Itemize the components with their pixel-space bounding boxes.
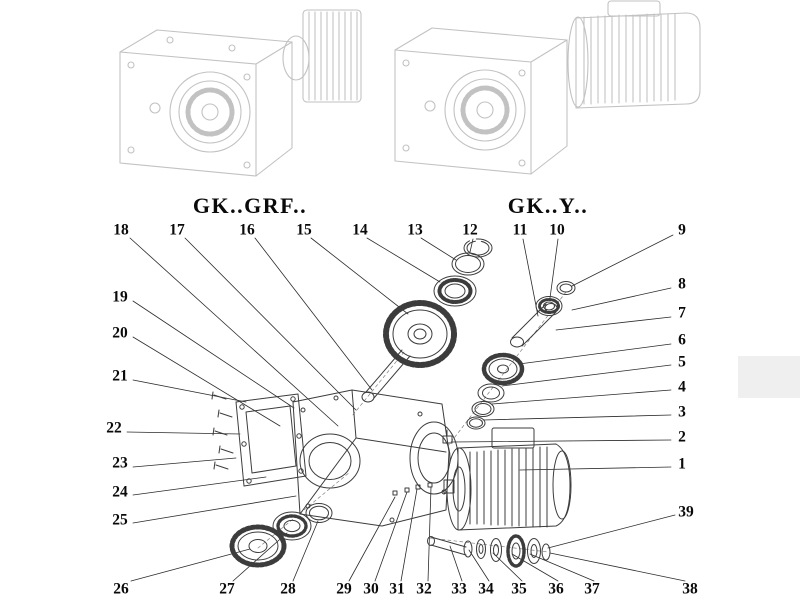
callout-10: 10 [549, 221, 565, 239]
callout-28: 28 [280, 580, 296, 598]
callout-12: 12 [462, 221, 478, 239]
callout-22: 22 [106, 419, 122, 437]
lower-seal [305, 503, 333, 523]
spacer-ring [451, 252, 485, 276]
callout-21: 21 [112, 367, 128, 385]
flange-bolts [392, 482, 433, 496]
grf-input-flange [282, 35, 310, 81]
output-gear [383, 300, 457, 368]
leader-lines [126, 234, 686, 582]
electric-motor [443, 427, 572, 531]
callout-9: 9 [678, 221, 686, 239]
callout-13: 13 [407, 221, 423, 239]
callout-11: 11 [512, 221, 528, 239]
callout-23: 23 [112, 454, 128, 472]
callout-30: 30 [363, 580, 379, 598]
mounting-screws [211, 391, 234, 470]
y-housing [394, 27, 568, 175]
callout-38: 38 [682, 580, 698, 598]
bevel-pinion-shaft [510, 303, 558, 348]
assembled-unit-y-drawing [394, 0, 701, 175]
callout-15: 15 [296, 221, 312, 239]
callout-25: 25 [112, 511, 128, 529]
watermark [738, 356, 800, 398]
callout-4: 4 [678, 378, 686, 396]
snap-ring [463, 238, 493, 258]
callout-32: 32 [416, 580, 432, 598]
assembled-unit-grf-drawing [119, 9, 362, 177]
callout-26: 26 [113, 580, 129, 598]
output-bearing [433, 275, 477, 307]
callout-20: 20 [112, 324, 128, 342]
callout-35: 35 [511, 580, 527, 598]
callout-19: 19 [112, 288, 128, 306]
grf-housing [119, 29, 293, 177]
callout-18: 18 [113, 221, 129, 239]
callout-36: 36 [548, 580, 564, 598]
callout-31: 31 [389, 580, 405, 598]
callout-1: 1 [678, 455, 686, 473]
callout-39: 39 [678, 503, 694, 521]
callout-5: 5 [678, 353, 686, 371]
callout-8: 8 [678, 275, 686, 293]
axis-lines [257, 291, 567, 553]
callout-6: 6 [678, 331, 686, 349]
callout-37: 37 [584, 580, 600, 598]
bevel-gear [481, 352, 525, 386]
model-title-y: GK..Y.. [507, 193, 589, 218]
model-title-grf: GK..GRF.. [192, 193, 308, 218]
callout-3: 3 [678, 403, 686, 421]
gear-housing [292, 389, 459, 527]
callout-24: 24 [112, 483, 128, 501]
cover-plate [235, 393, 307, 487]
shim-ring [471, 401, 495, 417]
callout-16: 16 [239, 221, 255, 239]
input-shaft-kit [427, 534, 551, 568]
callout-2: 2 [678, 428, 686, 446]
grf-finned-cover [302, 9, 362, 103]
seal-ring [466, 416, 486, 430]
callout-33: 33 [451, 580, 467, 598]
exploded-view [211, 238, 576, 568]
callout-14: 14 [352, 221, 368, 239]
ring-gear [229, 524, 287, 568]
lower-bearing [272, 511, 312, 541]
callout-17: 17 [169, 221, 185, 239]
callout-27: 27 [219, 580, 235, 598]
input-ring [556, 281, 576, 295]
callout-7: 7 [678, 304, 686, 322]
callout-34: 34 [478, 580, 494, 598]
callout-29: 29 [336, 580, 352, 598]
pinion-bearing [477, 383, 505, 403]
y-motor [567, 0, 701, 109]
